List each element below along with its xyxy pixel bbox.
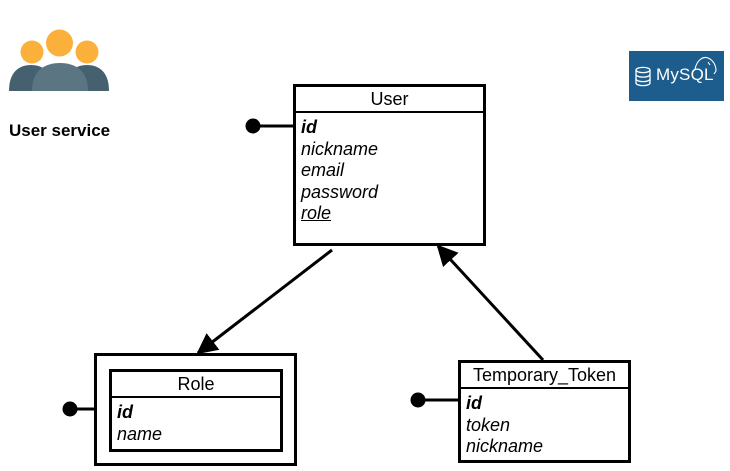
user-group-icon xyxy=(9,29,109,91)
attribute: nickname xyxy=(301,138,379,159)
key-marker-token xyxy=(410,392,459,408)
primary-key-attribute: id xyxy=(301,117,317,137)
entity-title: Role xyxy=(112,372,280,398)
foreign-key-attribute: role xyxy=(301,203,332,223)
attribute: email xyxy=(301,160,345,180)
entity-role: Role id name xyxy=(109,369,283,452)
entity-title: User xyxy=(296,87,483,113)
entity-attributes: id nickname email password role xyxy=(296,113,483,225)
entity-attributes: id token nickname xyxy=(461,389,628,458)
primary-key-attribute: id xyxy=(117,402,133,422)
mysql-logo-icon: MySQL xyxy=(629,51,724,101)
mysql-logo-text: MySQL xyxy=(656,65,714,84)
entity-user: User id nickname email password role xyxy=(293,84,486,246)
primary-key-attribute: id xyxy=(466,393,482,413)
attribute: nickname xyxy=(466,436,544,456)
entity-temporary-token: Temporary_Token id token nickname xyxy=(458,360,631,463)
entity-attributes: id name xyxy=(112,398,280,445)
attribute: name xyxy=(117,423,163,444)
attribute: password xyxy=(301,181,379,202)
relationship-user-role xyxy=(196,248,333,355)
key-marker-user xyxy=(245,118,294,134)
attribute: token xyxy=(466,414,511,435)
relationship-token-user xyxy=(436,244,545,362)
entity-title: Temporary_Token xyxy=(461,363,628,389)
service-label: User service xyxy=(9,121,111,140)
